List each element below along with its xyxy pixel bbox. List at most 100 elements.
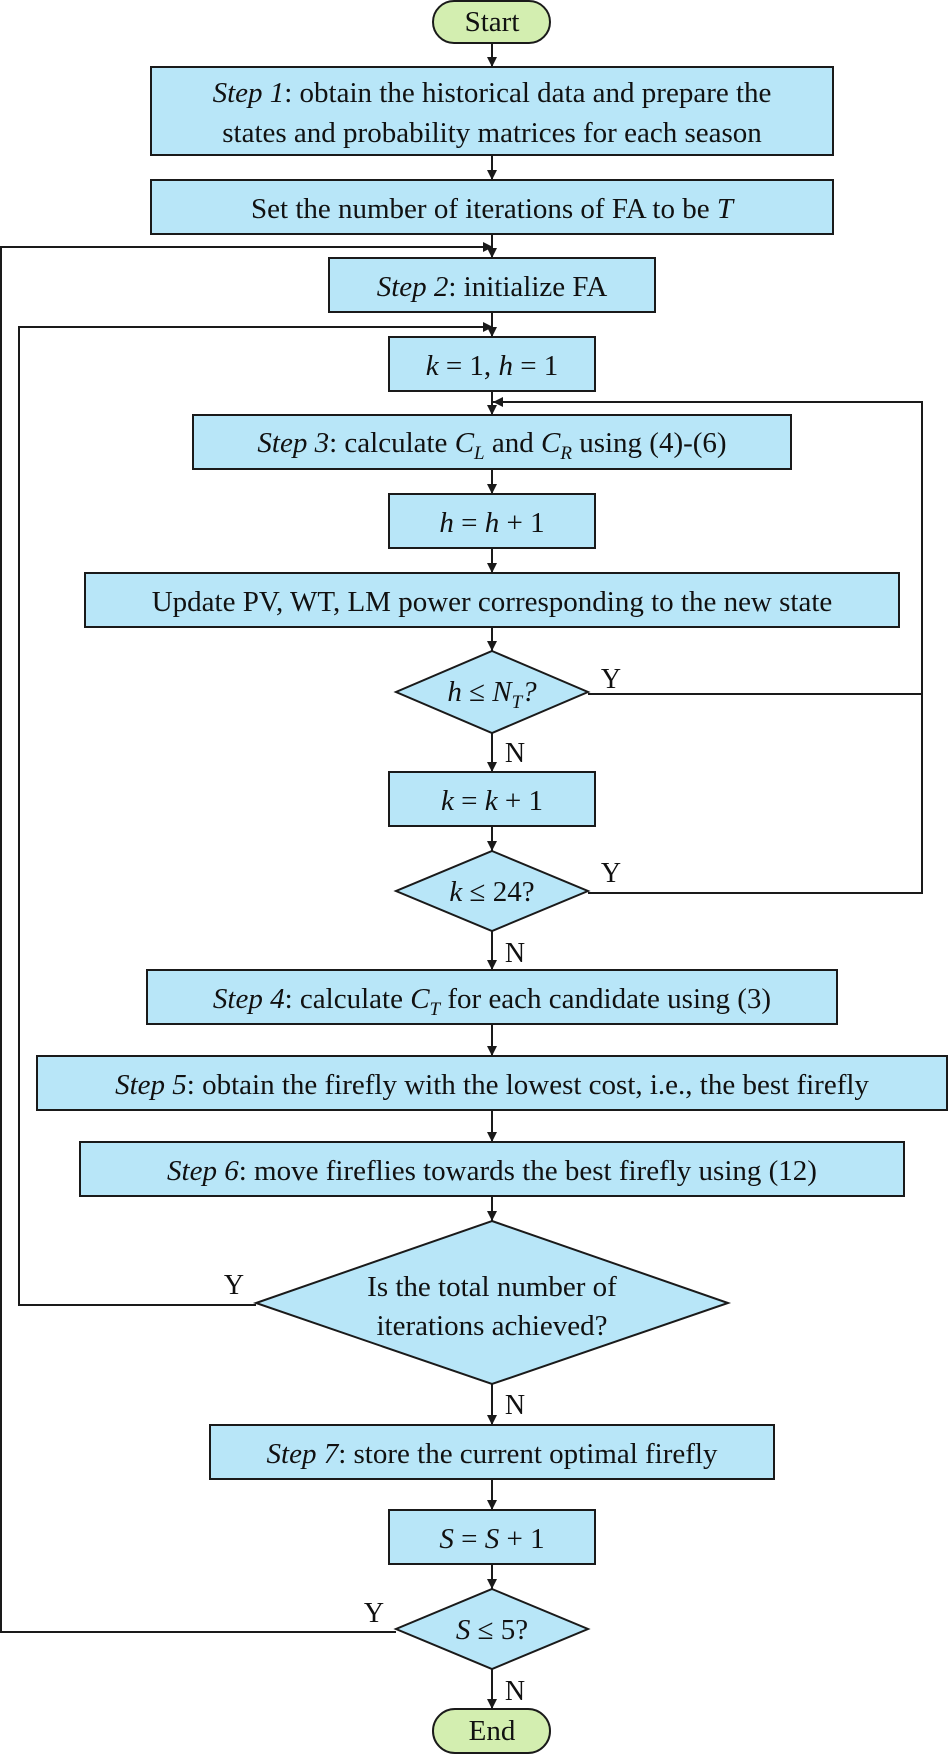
svg-text:h = h + 1: h = h + 1 bbox=[439, 507, 544, 539]
decision-s: S ≤ 5? bbox=[393, 1587, 591, 1671]
deciter-line1: Is the total number of bbox=[367, 1271, 617, 1303]
decision-iterations: Is the total number of iterations achiev… bbox=[252, 1219, 732, 1386]
step5-text: : obtain the firefly with the lowest cos… bbox=[187, 1069, 870, 1101]
label-decs-no: N bbox=[505, 1676, 525, 1707]
step4-t1: : calculate bbox=[285, 983, 411, 1015]
kinc-k2: k bbox=[485, 785, 499, 817]
update-label: Update PV, WT, LM power corresponding to… bbox=[152, 586, 833, 618]
step1-line2: states and probability matrices for each… bbox=[222, 117, 762, 149]
label-dech-no: N bbox=[505, 738, 525, 769]
svg-text:h ≤ NT?: h ≤ NT? bbox=[447, 676, 537, 713]
decision-h: h ≤ NT? bbox=[393, 649, 591, 735]
node-k-increment: k = k + 1 bbox=[388, 771, 596, 827]
init-eq1: = 1, bbox=[439, 350, 499, 382]
step7-text: : store the current optimal firefly bbox=[338, 1438, 718, 1470]
svg-text:k ≤ 24?: k ≤ 24? bbox=[449, 876, 534, 908]
svg-text:Step 5: obtain the firefly wit: Step 5: obtain the firefly with the lowe… bbox=[115, 1069, 869, 1101]
step3-s1: L bbox=[473, 443, 485, 464]
svg-text:Step 2: initialize FA: Step 2: initialize FA bbox=[377, 271, 608, 303]
label-dech-yes: Y bbox=[601, 664, 621, 695]
sinc-mid: = bbox=[454, 1523, 485, 1555]
node-start: Start bbox=[432, 0, 551, 44]
edge-deck-yes-loop bbox=[493, 397, 923, 894]
init-k: k bbox=[426, 350, 440, 382]
kinc-k1: k bbox=[441, 785, 455, 817]
connectors bbox=[0, 43, 923, 1709]
decs-s: S bbox=[456, 1614, 471, 1646]
kinc-end: + 1 bbox=[498, 785, 543, 817]
node-step4: Step 4: calculate CT for each candidate … bbox=[146, 969, 838, 1025]
end-label: End bbox=[469, 1715, 516, 1747]
step6-em: Step 6 bbox=[167, 1155, 239, 1187]
dech-n: N bbox=[491, 676, 513, 708]
node-step5: Step 5: obtain the firefly with the lowe… bbox=[36, 1055, 948, 1111]
kinc-mid: = bbox=[454, 785, 485, 817]
deciter-line2: iterations achieved? bbox=[376, 1310, 607, 1342]
deck-k: k bbox=[449, 876, 463, 908]
step3-t3: using (4)-(6) bbox=[572, 427, 727, 459]
svg-text:Step 6: move fireflies towards: Step 6: move fireflies towards the best … bbox=[167, 1155, 817, 1187]
set-iter-var: T bbox=[717, 193, 735, 225]
node-step7: Step 7: store the current optimal firefl… bbox=[209, 1424, 775, 1480]
dech-sub: T bbox=[512, 692, 524, 713]
svg-text:Step 3: calculate CL and CR us: Step 3: calculate CL and CR using (4)-(6… bbox=[257, 427, 726, 464]
step7-em: Step 7 bbox=[267, 1438, 340, 1470]
sinc-end: + 1 bbox=[499, 1523, 544, 1555]
svg-text:Step 4: calculate CT for each: Step 4: calculate CT for each candidate … bbox=[213, 983, 771, 1020]
node-set-iterations: Set the number of iterations of FA to be… bbox=[150, 179, 834, 235]
sinc-s1: S bbox=[439, 1523, 454, 1555]
step3-em: Step 3 bbox=[257, 427, 329, 459]
node-update-power: Update PV, WT, LM power corresponding to… bbox=[84, 572, 900, 628]
node-end: End bbox=[432, 1708, 551, 1754]
label-deciter-no: N bbox=[505, 1390, 525, 1421]
step2-text: : initialize FA bbox=[448, 271, 607, 303]
hinc-mid: = bbox=[454, 507, 485, 539]
step1-line1: : obtain the historical data and prepare… bbox=[284, 77, 771, 109]
svg-text:k = 1, h = 1: k = 1, h = 1 bbox=[426, 350, 559, 382]
node-init-kh: k = 1, h = 1 bbox=[388, 336, 596, 392]
sinc-s2: S bbox=[485, 1523, 500, 1555]
set-iter-text: Set the number of iterations of FA to be bbox=[251, 193, 717, 225]
svg-text:Set the number of iterations o: Set the number of iterations of FA to be… bbox=[251, 193, 735, 225]
svg-text:k = k + 1: k = k + 1 bbox=[441, 785, 543, 817]
svg-text:S = S + 1: S = S + 1 bbox=[439, 1523, 544, 1555]
step3-s2: R bbox=[559, 443, 572, 464]
dech-op: ≤ bbox=[462, 676, 492, 708]
label-deck-yes: Y bbox=[601, 858, 621, 889]
init-eq2: = 1 bbox=[513, 350, 558, 382]
step3-t2: and bbox=[485, 427, 541, 459]
deck-rest: ≤ 24? bbox=[462, 876, 534, 908]
step1-em: Step 1 bbox=[213, 77, 285, 109]
edge-decs-yes-loop bbox=[0, 242, 493, 1633]
node-step3: Step 3: calculate CL and CR using (4)-(6… bbox=[192, 414, 792, 470]
start-label: Start bbox=[465, 6, 520, 38]
label-deck-no: N bbox=[505, 938, 525, 969]
step4-t2: for each candidate using (3) bbox=[440, 983, 771, 1015]
dech-q: ? bbox=[522, 676, 537, 708]
step3-c1: C bbox=[455, 427, 475, 459]
step4-em: Step 4 bbox=[213, 983, 285, 1015]
svg-text:Step 7: store the current opti: Step 7: store the current optimal firefl… bbox=[267, 1438, 718, 1470]
init-h: h bbox=[498, 350, 513, 382]
hinc-h1: h bbox=[439, 507, 454, 539]
node-step2: Step 2: initialize FA bbox=[328, 257, 656, 313]
node-step6: Step 6: move fireflies towards the best … bbox=[79, 1141, 905, 1197]
node-step1: Step 1: obtain the historical data and p… bbox=[150, 66, 834, 156]
node-s-increment: S = S + 1 bbox=[388, 1509, 596, 1565]
label-deciter-yes: Y bbox=[224, 1270, 244, 1301]
edge-labels: Y N Y N Y N Y N bbox=[224, 664, 621, 1707]
step3-c2: C bbox=[541, 427, 561, 459]
label-decs-yes: Y bbox=[364, 1598, 384, 1629]
dech-h: h bbox=[447, 676, 462, 708]
decs-rest: ≤ 5? bbox=[470, 1614, 528, 1646]
step2-em: Step 2 bbox=[377, 271, 449, 303]
step4-s: T bbox=[430, 999, 442, 1020]
hinc-end: + 1 bbox=[499, 507, 544, 539]
svg-text:Step 1: obtain the historical: Step 1: obtain the historical data and p… bbox=[213, 77, 772, 109]
hinc-h2: h bbox=[485, 507, 500, 539]
decision-k: k ≤ 24? bbox=[393, 849, 591, 933]
edge-deciter-yes-loop bbox=[18, 322, 493, 1306]
step6-text: : move fireflies towards the best firefl… bbox=[239, 1155, 817, 1187]
step3-t1: : calculate bbox=[329, 427, 455, 459]
